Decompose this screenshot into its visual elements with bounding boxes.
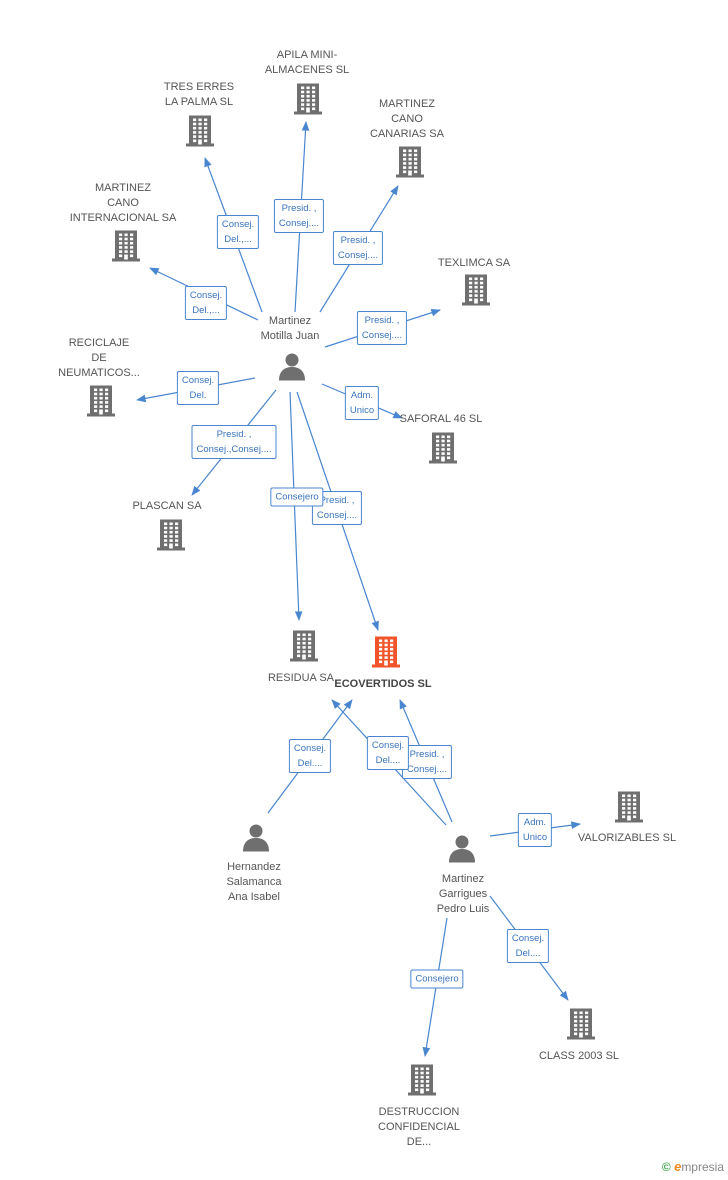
node-label-residua[interactable]: RESIDUA SA (267, 672, 335, 684)
node-label-destruccion[interactable]: DESTRUCCION CONFIDENCIAL DE... (378, 1106, 460, 1148)
building-icon[interactable] (183, 113, 217, 154)
node-label-plascan[interactable]: PLASCAN SA (132, 500, 202, 512)
edge-label-pedro-to-class2003[interactable]: Consej. Del.... (506, 929, 550, 963)
edge-label-juan-to-texlimca[interactable]: Presid. , Consej.... (356, 311, 408, 345)
main-company-building-icon[interactable] (369, 634, 403, 675)
edge-label-pedro-to-residua[interactable]: Consej. Del.... (366, 736, 410, 770)
node-label-juan[interactable]: Martinez Motilla Juan (260, 315, 320, 342)
node-label-saforal[interactable]: SAFORAL 46 SL (399, 413, 483, 425)
edge-label-pedro-to-ecovertidos[interactable]: Presid. , Consej.... (401, 745, 453, 779)
node-label-martinez-internacional[interactable]: MARTINEZ CANO INTERNACIONAL SA (69, 182, 177, 224)
empresia-logo-initial: e (674, 1159, 682, 1174)
edge-label-juan-to-residua[interactable]: Consejero (270, 487, 324, 507)
person-icon[interactable] (277, 352, 307, 387)
edge-label-juan-to-apila[interactable]: Presid. , Consej.... (273, 199, 325, 233)
person-icon[interactable] (241, 823, 271, 858)
building-icon[interactable] (459, 272, 493, 313)
edge-label-juan-to-saforal[interactable]: Adm. Unico (344, 386, 380, 420)
building-icon[interactable] (287, 628, 321, 669)
node-label-tres-erres[interactable]: TRES ERRES LA PALMA SL (163, 81, 235, 108)
node-label-texlimca[interactable]: TEXLIMCA SA (437, 257, 511, 269)
node-label-ecovertidos[interactable]: ECOVERTIDOS SL (334, 678, 432, 690)
building-icon[interactable] (393, 144, 427, 185)
building-icon[interactable] (291, 81, 325, 122)
node-label-reciclaje[interactable]: RECICLAJE DE NEUMATICOS... (58, 337, 140, 379)
edge-label-pedro-to-destruccion[interactable]: Consejero (410, 969, 464, 989)
building-icon[interactable] (154, 517, 188, 558)
copyright: © empresia (662, 1159, 724, 1174)
node-label-class2003[interactable]: CLASS 2003 SL (538, 1050, 620, 1062)
node-label-pedro[interactable]: Martinez Garrigues Pedro Luis (436, 873, 490, 915)
edge-label-juan-to-plascan[interactable]: Presid. , Consej.,Consej.... (191, 425, 277, 459)
edge-label-juan-to-martinez_canarias[interactable]: Presid. , Consej.... (332, 231, 384, 265)
node-label-valorizables[interactable]: VALORIZABLES SL (577, 832, 677, 844)
edge-label-juan-to-martinez_internacional[interactable]: Consej. Del.,... (184, 286, 228, 320)
edge-label-ana-to-residua[interactable]: Consej. Del.... (288, 739, 332, 773)
edge-label-pedro-to-valorizables[interactable]: Adm. Unico (517, 813, 553, 847)
building-icon[interactable] (405, 1062, 439, 1103)
building-icon[interactable] (612, 789, 646, 830)
edge-label-juan-to-tres_erres[interactable]: Consej. Del.,... (216, 215, 260, 249)
copyright-icon: © (661, 1160, 671, 1174)
building-icon[interactable] (84, 383, 118, 424)
edge-label-juan-to-reciclaje[interactable]: Consej. Del. (176, 371, 220, 405)
person-icon[interactable] (447, 834, 477, 869)
building-icon[interactable] (426, 430, 460, 471)
building-icon[interactable] (564, 1006, 598, 1047)
node-label-apila[interactable]: APILA MINI- ALMACENES SL (264, 49, 350, 76)
building-icon[interactable] (109, 228, 143, 269)
node-label-ana[interactable]: Hernandez Salamanca Ana Isabel (226, 861, 282, 903)
empresia-logo-text[interactable]: mpresia (681, 1160, 724, 1174)
node-label-martinez-canarias[interactable]: MARTINEZ CANO CANARIAS SA (370, 98, 444, 140)
